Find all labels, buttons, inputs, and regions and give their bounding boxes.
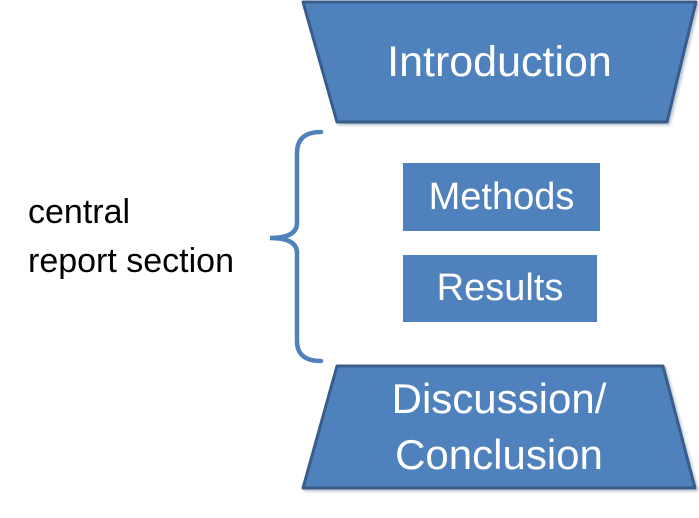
annotation-line1: central	[28, 193, 131, 231]
central-section-brace	[269, 129, 324, 364]
methods-shape	[403, 163, 600, 231]
discussion-conclusion-shape	[301, 364, 697, 490]
results-shape	[403, 255, 597, 322]
introduction-shape	[301, 0, 698, 124]
central-report-section-label: central report section	[28, 188, 234, 286]
annotation-line2: report section	[28, 242, 234, 280]
